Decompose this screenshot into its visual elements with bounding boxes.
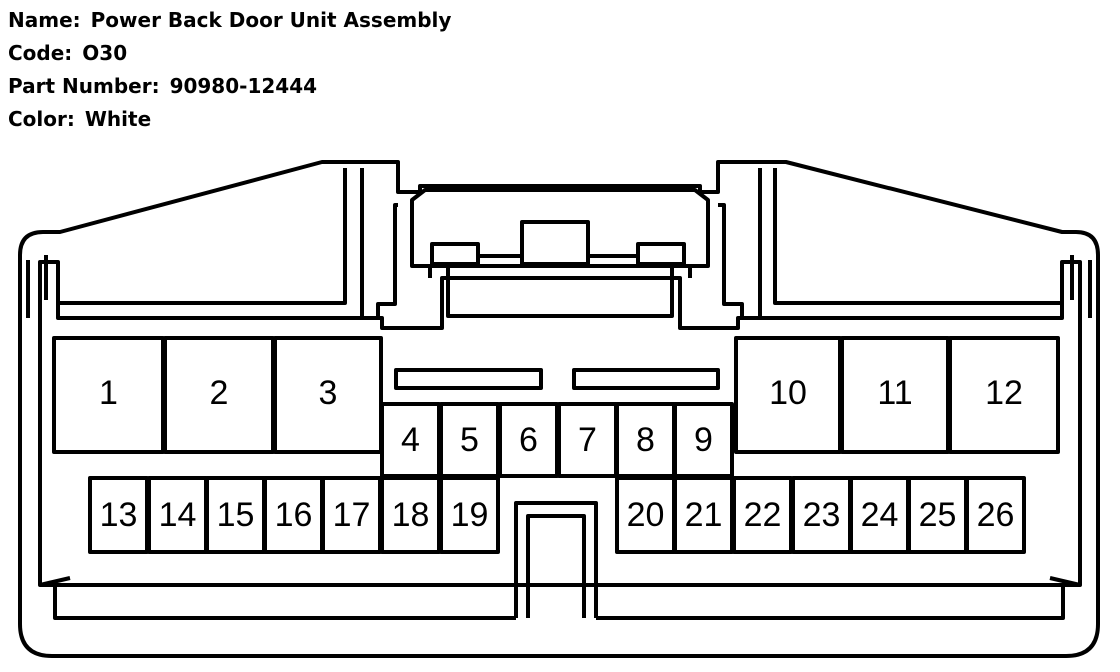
pin-14-label: 14 <box>159 496 197 534</box>
bottom-keyway <box>514 501 598 618</box>
pin-5-label: 5 <box>460 421 479 459</box>
lock-tab-left <box>430 242 480 266</box>
pin-23-label: 23 <box>803 496 841 534</box>
pin-12-cavity <box>948 336 1060 454</box>
slot-right <box>572 368 720 390</box>
pin-18-label: 18 <box>392 496 430 534</box>
pin-26-label: 26 <box>977 496 1015 534</box>
name-value: Power Back Door Unit Assembly <box>90 8 452 32</box>
left-rail <box>26 255 48 318</box>
color-label: Color: <box>8 107 75 131</box>
pin-12-label: 12 <box>985 374 1023 412</box>
pin-26-cavity <box>965 476 1026 554</box>
part-number-row: Part Number: 90980-12444 <box>8 70 451 103</box>
pin-17-label: 17 <box>333 496 371 534</box>
right-rail <box>1070 255 1092 318</box>
pin-9-label: 9 <box>694 421 713 459</box>
connector-info: Name: Power Back Door Unit Assembly Code:… <box>8 4 451 136</box>
pin-7-label: 7 <box>578 421 597 459</box>
pin-4-label: 4 <box>401 421 420 459</box>
part-number-value: 90980-12444 <box>169 74 318 98</box>
color-row: Color: White <box>8 103 451 136</box>
slot-left <box>394 368 543 390</box>
lock-channel <box>428 266 692 318</box>
pin-15-label: 15 <box>217 496 255 534</box>
right-latch <box>718 168 1064 318</box>
connector-housing-outline <box>18 160 1100 658</box>
code-value: O30 <box>82 41 128 65</box>
name-label: Name: <box>8 8 81 32</box>
pin-19-label: 19 <box>451 496 489 534</box>
code-row: Code: O30 <box>8 37 451 70</box>
pin-10-label: 10 <box>769 374 807 412</box>
pin-11-label: 11 <box>877 374 912 412</box>
pin-2-label: 2 <box>210 374 229 412</box>
pin-21-label: 21 <box>685 496 723 534</box>
pin-19-cavity <box>439 476 500 554</box>
pin-6-label: 6 <box>519 421 538 459</box>
lock-tab-right <box>636 242 686 266</box>
bottom-ledge <box>39 576 1081 620</box>
color-value: White <box>84 107 152 131</box>
pin-8-label: 8 <box>636 421 655 459</box>
left-latch <box>56 168 398 318</box>
part-number-label: Part Number: <box>8 74 160 98</box>
pin-3-label: 3 <box>319 374 338 412</box>
pin-1-label: 1 <box>99 374 118 412</box>
pin-13-label: 13 <box>100 496 138 534</box>
code-label: Code: <box>8 41 73 65</box>
lock-housing <box>410 188 710 268</box>
pin-24-label: 24 <box>861 496 899 534</box>
pin-25-label: 25 <box>919 496 957 534</box>
name-row: Name: Power Back Door Unit Assembly <box>8 4 451 37</box>
lock-tab-center <box>520 220 590 266</box>
pin-16-label: 16 <box>275 496 313 534</box>
pin-3-cavity <box>273 336 383 454</box>
pin-22-label: 22 <box>744 496 782 534</box>
pin-20-label: 20 <box>627 496 665 534</box>
connector-face-outline <box>38 260 1082 587</box>
